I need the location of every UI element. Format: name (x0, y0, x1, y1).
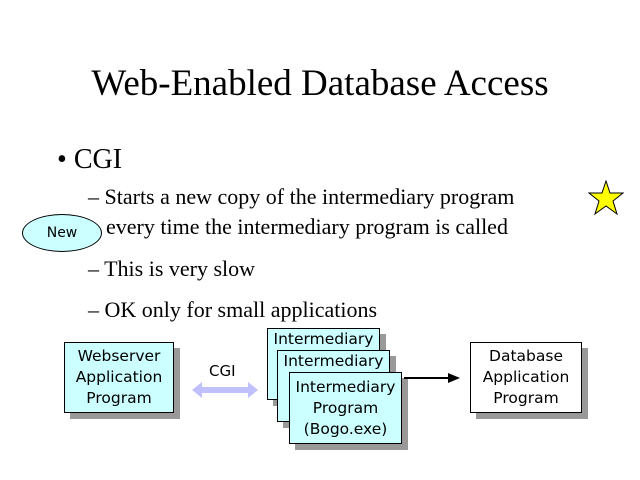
dash: – (88, 256, 99, 281)
box-line: Database (489, 347, 563, 365)
sub-item-text: This is very slow (104, 256, 256, 281)
star-icon (588, 180, 624, 216)
double-arrow-icon (192, 382, 258, 398)
sub-item-2: – This is very slow (88, 256, 255, 282)
sub-item-text: OK only for small applications (104, 297, 378, 322)
box-line: (Bogo.exe) (303, 419, 388, 438)
dash: – (88, 184, 99, 209)
sub-item-1-cont: every time the intermediary program is c… (106, 214, 508, 239)
arrow-right-icon (404, 373, 460, 383)
box-line: Intermediary (295, 377, 396, 396)
bullet-text: CGI (73, 144, 123, 175)
box-line: Program (493, 389, 559, 407)
box-line: Program (312, 398, 379, 417)
bullet-marker: • (57, 144, 67, 175)
sub-item-1: – Starts a new copy of the intermediary … (88, 184, 514, 210)
box-line: Intermediary (273, 330, 374, 348)
bullet-cgi: • CGI (57, 144, 122, 176)
box-line: Application (482, 368, 570, 386)
box-line: Program (86, 389, 152, 407)
sub-item-text: Starts a new copy of the intermediary pr… (104, 184, 515, 209)
box-line: Application (75, 368, 163, 386)
slide-title: Web-Enabled Database Access (91, 63, 549, 104)
box-line: Intermediary (283, 352, 384, 370)
box-line: Webserver (77, 347, 161, 365)
cgi-label: CGI (209, 362, 236, 380)
new-badge: New (22, 214, 102, 252)
sub-item-3: – OK only for small applications (88, 297, 377, 323)
dash: – (88, 297, 99, 322)
